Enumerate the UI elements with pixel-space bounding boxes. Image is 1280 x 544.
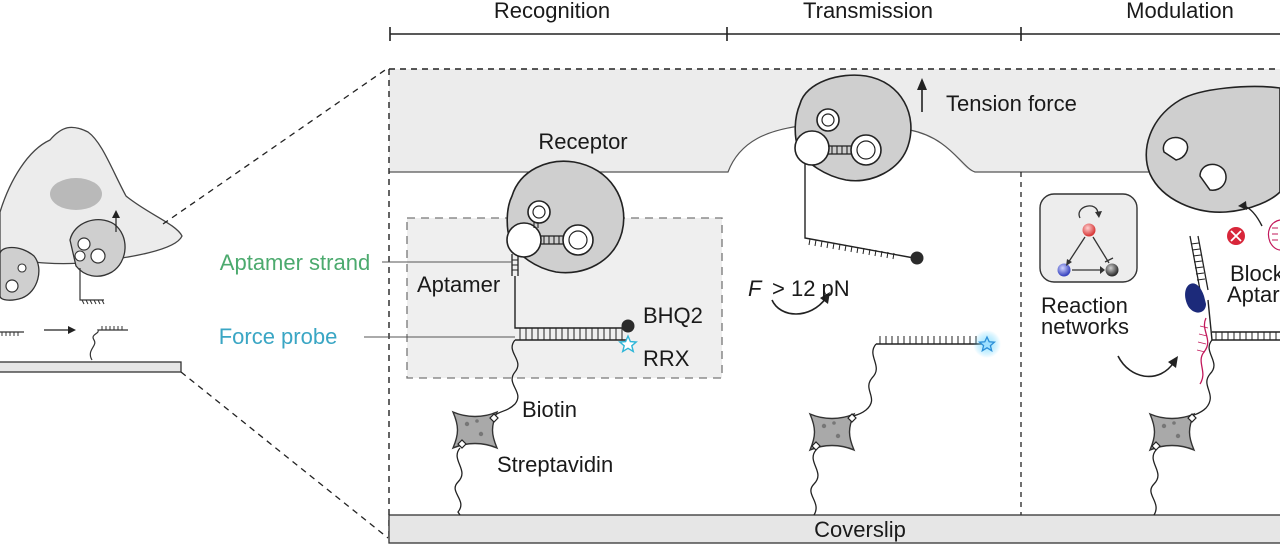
zoom-line-top	[162, 67, 389, 225]
stage-title-modulation: Modulation	[1126, 0, 1234, 23]
aptamer-label: Aptamer	[417, 272, 500, 297]
aptamer-strand-label: Aptamer strand	[220, 250, 370, 275]
stage-title-recognition: Recognition	[494, 0, 610, 23]
blocking-aptamer-label-1: Block	[1230, 261, 1280, 286]
mini-coverslip	[0, 361, 182, 373]
coverslip-bar	[388, 514, 1280, 544]
coverslip-label: Coverslip	[814, 517, 906, 542]
receptor-label: Receptor	[538, 129, 627, 154]
streptavidin-label: Streptavidin	[497, 452, 613, 477]
zoom-line-bottom	[180, 371, 389, 539]
force-threshold: > 12 pN	[772, 276, 850, 301]
bhq2-label: BHQ2	[643, 303, 703, 328]
receptor-free	[1145, 85, 1280, 213]
aptamer-navy-blob	[1185, 283, 1206, 313]
mini-receptor-left	[0, 246, 40, 301]
bhq2-quencher	[621, 319, 635, 333]
network-output-arrow	[1117, 355, 1175, 378]
rrx-fluorophore-on	[977, 335, 997, 353]
recognition-stage	[364, 160, 723, 516]
reaction-networks-label-1: Reaction	[1041, 293, 1128, 318]
force-symbol: F	[748, 276, 763, 301]
biotin-icon	[489, 413, 499, 423]
biotin-label: Biotin	[522, 397, 577, 422]
quencher-released	[910, 251, 924, 265]
network-node-red	[1082, 223, 1096, 237]
tension-force-label: Tension force	[946, 91, 1077, 116]
rrx-fluorophore	[618, 334, 638, 353]
cell-nucleus	[50, 178, 102, 210]
force-curve-arrow	[771, 297, 827, 315]
modulation-stage	[1039, 85, 1280, 516]
network-node-dark	[1105, 263, 1119, 277]
stage-ruler	[389, 27, 1280, 41]
mini-receptor-right	[69, 219, 126, 277]
overview-panel	[0, 126, 183, 373]
reaction-networks-label-2: networks	[1041, 314, 1129, 339]
rrx-label: RRX	[643, 346, 690, 371]
reaction-network-box	[1039, 193, 1138, 283]
force-probe-label: Force probe	[219, 324, 338, 349]
blocking-aptamer-label-2: Aptar	[1227, 282, 1280, 307]
aptamer-loop-center	[506, 222, 542, 258]
stage-title-transmission: Transmission	[803, 0, 933, 23]
transmission-stage	[771, 74, 1001, 516]
network-node-blue	[1057, 263, 1071, 277]
